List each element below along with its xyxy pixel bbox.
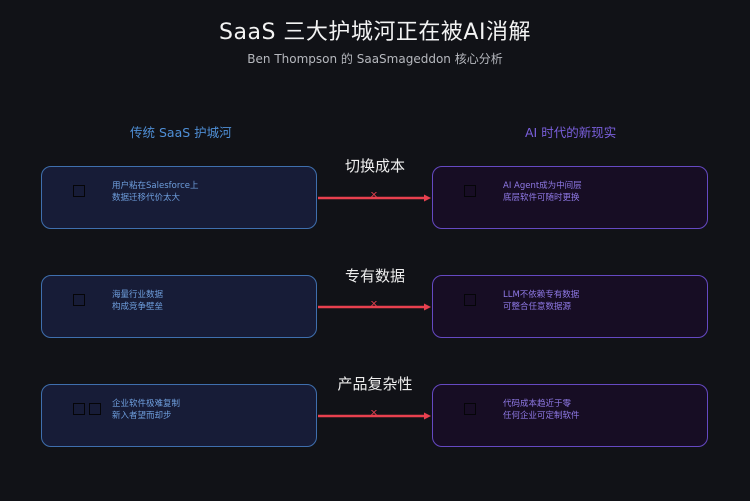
card-text: 企业软件极难复制 新入者望而却步 bbox=[112, 398, 180, 422]
row-label-proprietary-data: 专有数据 bbox=[344, 267, 405, 285]
cross-mark-icon: × bbox=[370, 192, 378, 201]
card-text: 用户粘在Salesforce上 数据迁移代价太大 bbox=[112, 180, 199, 204]
page-title: SaaS 三大护城河正在被AI消解 bbox=[219, 20, 531, 45]
row-label-switching-cost: 切换成本 bbox=[344, 157, 405, 175]
card-line-1: LLM不依赖专有数据 bbox=[503, 290, 580, 300]
card-icon bbox=[464, 185, 476, 197]
right-column-title: AI 时代的新现实 bbox=[525, 125, 617, 140]
placeholder-glyph-icon bbox=[73, 403, 85, 415]
placeholder-glyph-icon bbox=[464, 185, 476, 197]
card-text: AI Agent成为中间层 底层软件可随时更换 bbox=[503, 180, 582, 204]
card-line-1: 代码成本趋近于零 bbox=[503, 399, 572, 409]
card-line-1: 企业软件极难复制 bbox=[112, 399, 181, 409]
card-icon bbox=[73, 294, 85, 306]
traditional-moat-card: 企业软件极难复制 新入者望而却步 bbox=[41, 384, 317, 447]
card-icon bbox=[73, 403, 101, 415]
cross-mark-icon: × bbox=[370, 410, 378, 419]
left-column-title: 传统 SaaS 护城河 bbox=[130, 125, 232, 140]
placeholder-glyph-icon bbox=[464, 403, 476, 415]
card-line-2: 构成竞争壁垒 bbox=[112, 302, 164, 312]
ai-reality-card: 代码成本趋近于零 任何企业可定制软件 bbox=[432, 384, 708, 447]
ai-reality-card: LLM不依赖专有数据 可整合任意数据源 bbox=[432, 275, 708, 338]
card-line-1: 用户粘在Salesforce上 bbox=[112, 181, 199, 191]
card-icon bbox=[464, 403, 476, 415]
card-line-2: 可整合任意数据源 bbox=[503, 302, 572, 312]
card-line-2: 新入者望而却步 bbox=[112, 411, 172, 421]
ai-reality-card: AI Agent成为中间层 底层软件可随时更换 bbox=[432, 166, 708, 229]
arrow-head-icon bbox=[424, 412, 431, 420]
card-line-1: AI Agent成为中间层 bbox=[503, 181, 582, 191]
card-icon bbox=[73, 185, 85, 197]
card-text: 海量行业数据 构成竞争壁垒 bbox=[112, 289, 163, 313]
card-line-2: 任何企业可定制软件 bbox=[503, 411, 580, 421]
placeholder-glyph-icon bbox=[73, 294, 85, 306]
card-icon bbox=[464, 294, 476, 306]
traditional-moat-card: 用户粘在Salesforce上 数据迁移代价太大 bbox=[41, 166, 317, 229]
row-label-product-complexity: 产品复杂性 bbox=[337, 375, 413, 393]
card-line-1: 海量行业数据 bbox=[112, 290, 164, 300]
placeholder-glyph-icon bbox=[464, 294, 476, 306]
card-line-2: 数据迁移代价太大 bbox=[112, 193, 181, 203]
arrow-head-icon bbox=[424, 303, 431, 311]
card-text: LLM不依赖专有数据 可整合任意数据源 bbox=[503, 289, 579, 313]
card-text: 代码成本趋近于零 任何企业可定制软件 bbox=[503, 398, 580, 422]
disrupted-arrow: × bbox=[318, 410, 431, 420]
traditional-moat-card: 海量行业数据 构成竞争壁垒 bbox=[41, 275, 317, 338]
placeholder-glyph-icon bbox=[89, 403, 101, 415]
card-line-2: 底层软件可随时更换 bbox=[503, 193, 580, 203]
arrow-head-icon bbox=[424, 194, 431, 202]
disrupted-arrow: × bbox=[318, 301, 431, 311]
page-subtitle: Ben Thompson 的 SaaSmageddon 核心分析 bbox=[247, 52, 503, 66]
cross-mark-icon: × bbox=[370, 301, 378, 310]
placeholder-glyph-icon bbox=[73, 185, 85, 197]
disrupted-arrow: × bbox=[318, 192, 431, 202]
